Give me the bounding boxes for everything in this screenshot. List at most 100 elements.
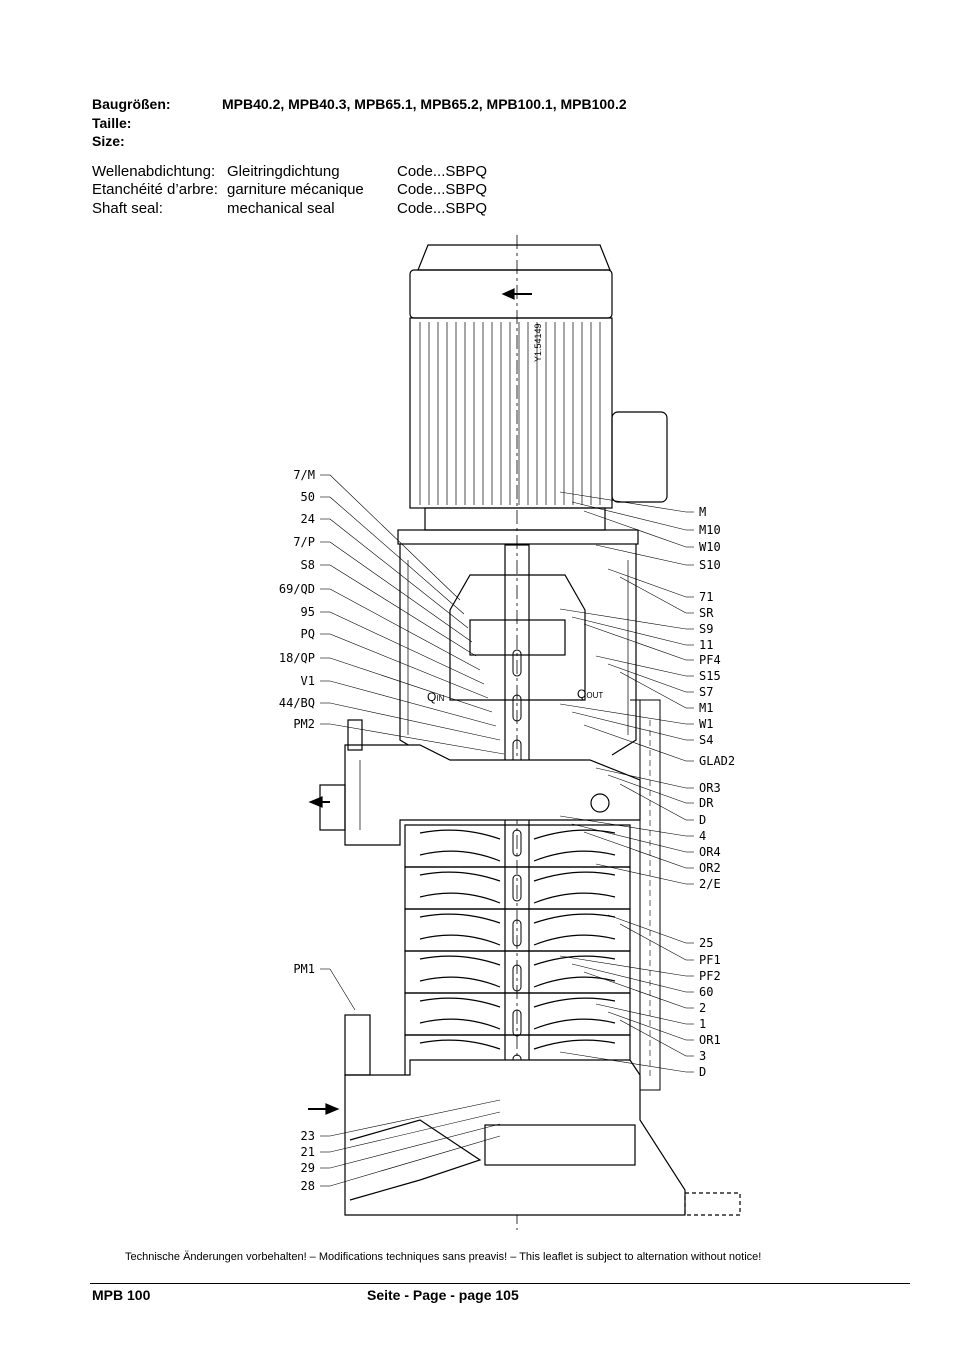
motor xyxy=(409,244,668,531)
discharge-casing xyxy=(319,719,641,846)
leader-line xyxy=(607,914,687,944)
leader-line xyxy=(329,1099,501,1137)
part-label-right: M xyxy=(699,505,707,519)
leader-line xyxy=(329,1123,501,1169)
leader-line xyxy=(559,955,687,977)
leader-line xyxy=(329,968,356,1011)
size-list: MPB40.2, MPB40.3, MPB65.1, MPB65.2, MPB1… xyxy=(222,96,627,112)
leader-line xyxy=(329,588,481,671)
leader-line xyxy=(595,1003,687,1025)
leader-line xyxy=(619,783,687,821)
part-label-left: 69/QD xyxy=(278,582,315,596)
size-label-en: Size: xyxy=(92,133,125,149)
leader-line xyxy=(607,1011,687,1041)
leader-line xyxy=(329,1135,501,1187)
shaft-slot xyxy=(512,649,522,677)
stage-impeller xyxy=(404,908,631,952)
footer-notice: Technische Änderungen vorbehalten! – Mod… xyxy=(125,1251,762,1263)
q-symbol: Q xyxy=(427,690,437,704)
pump-stage xyxy=(404,824,631,868)
part-label-right: D xyxy=(699,1065,707,1079)
part-label-left: 7/M xyxy=(293,468,315,482)
part-label-right: S10 xyxy=(699,558,721,572)
leader-line xyxy=(329,541,473,643)
leader-line xyxy=(595,544,687,566)
seal-type-fr: garniture mécanique xyxy=(227,181,364,198)
stage-impeller xyxy=(404,992,631,1036)
part-label-right: 4 xyxy=(699,829,707,843)
part-label-left: 24 xyxy=(300,512,315,526)
leader-line xyxy=(619,576,687,614)
leader-line xyxy=(559,815,687,837)
leader-line xyxy=(571,963,687,993)
pump-stage xyxy=(404,950,631,994)
part-label-left: 23 xyxy=(300,1129,315,1143)
leader-line xyxy=(329,564,477,657)
part-label-right: PF1 xyxy=(699,953,721,967)
part-label-left: 7/P xyxy=(293,535,315,549)
part-label-right: M10 xyxy=(699,523,721,537)
part-label-left: 28 xyxy=(300,1179,315,1193)
leader-line xyxy=(583,724,687,762)
leader-line xyxy=(583,510,687,548)
part-label-right: OR3 xyxy=(699,781,721,795)
leader-line xyxy=(607,663,687,693)
leader-line xyxy=(329,518,469,629)
seal-code-en: Code...SBPQ xyxy=(397,200,488,217)
part-label-right: M1 xyxy=(699,701,714,715)
part-label-right: GLAD2 xyxy=(699,754,736,768)
stage-impeller xyxy=(404,866,631,910)
shaft-slot xyxy=(512,829,522,857)
leader-line xyxy=(329,657,493,713)
leader-line xyxy=(329,702,501,741)
stage-impeller xyxy=(404,824,631,868)
pump-stage xyxy=(404,866,631,910)
part-label-left: 50 xyxy=(300,490,315,504)
part-label-left: 44/BQ xyxy=(278,696,315,710)
seal-label-en: Shaft seal: xyxy=(92,200,163,217)
leader-line xyxy=(329,474,461,601)
motor-id: Y1.54149 xyxy=(533,323,543,362)
footer-page: Seite - Page - page 105 xyxy=(367,1287,519,1303)
part-label-right: S7 xyxy=(699,685,714,699)
leader-line xyxy=(583,971,687,1009)
pump-stage xyxy=(404,908,631,952)
part-label-right: DR xyxy=(699,796,714,810)
size-label-de: Baugrößen: xyxy=(92,96,171,112)
part-label-right: 2/E xyxy=(699,877,721,891)
leader-line xyxy=(329,633,489,699)
seal-code-fr: Code...SBPQ xyxy=(397,181,488,198)
leader-line xyxy=(619,671,687,709)
leader-line xyxy=(607,774,687,804)
part-label-left: S8 xyxy=(300,558,315,572)
part-label-left: PM1 xyxy=(293,962,315,976)
seal-label-fr: Etanchéité d’arbre: xyxy=(92,181,218,198)
leader-line xyxy=(329,611,485,685)
shaft-slot xyxy=(512,874,522,902)
footer-divider xyxy=(90,1283,910,1284)
leader-line xyxy=(329,680,497,727)
stage-impeller xyxy=(404,950,631,994)
leader-line xyxy=(583,623,687,661)
part-label-left: 95 xyxy=(300,605,315,619)
part-label-right: 3 xyxy=(699,1049,707,1063)
leader-line xyxy=(571,616,687,646)
shaft-slot xyxy=(512,964,522,992)
part-label-right: OR2 xyxy=(699,861,721,875)
leader-line xyxy=(559,703,687,725)
seal-type-de: Gleitringdichtung xyxy=(227,163,340,180)
leader-line xyxy=(571,711,687,741)
shaft-slot xyxy=(512,1009,522,1037)
q-out-subscript: OUT xyxy=(586,691,604,700)
lantern xyxy=(397,529,639,760)
part-label-right: PF4 xyxy=(699,653,721,667)
q-in-label: QIN xyxy=(427,691,444,705)
leader-line xyxy=(329,496,465,615)
part-label-left: PQ xyxy=(300,627,315,641)
seal-type-en: mechanical seal xyxy=(227,200,335,217)
shaft-slot xyxy=(512,919,522,947)
leader-line xyxy=(329,1111,501,1153)
part-label-right: S4 xyxy=(699,733,714,747)
part-label-left: PM2 xyxy=(293,717,315,731)
